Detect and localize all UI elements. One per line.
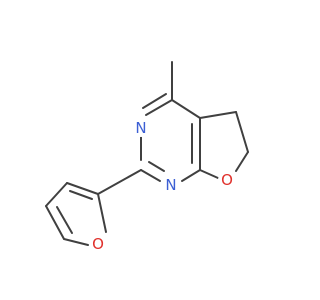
atom-o-dihydrofuran: O: [218, 171, 236, 189]
bond-furan-c2-o1: [97, 193, 107, 233]
bond-furan-c4-c3: [45, 182, 68, 207]
bond-c4-n3: [145, 99, 173, 116]
atom-o-dihydrofuran-label: O: [221, 171, 233, 189]
atom-n3-bg: [132, 119, 150, 137]
molecule-diagram: N N O O: [45, 61, 249, 253]
atom-n3: N: [132, 119, 150, 137]
atom-o-furan: O: [89, 235, 107, 253]
bond-c4a-c5: [199, 111, 237, 119]
bond-furan-c5-c4-double: [56, 206, 73, 234]
bond-n1-c7a: [181, 169, 201, 182]
bond-c2-n1: [140, 169, 161, 182]
bond-c5-c6: [235, 111, 249, 153]
atom-o-dihydrofuran-bg: [218, 171, 236, 189]
atom-o-furan-bg: [89, 235, 107, 253]
bond-c2-n1-double: [148, 161, 165, 172]
atom-n1-label: N: [165, 176, 176, 194]
atom-o-furan-label: O: [92, 235, 104, 253]
atom-group: N N O O: [89, 119, 236, 253]
atom-n1: N: [162, 176, 180, 194]
bond-furan-c3-c2: [66, 182, 99, 195]
bond-furan-c3-c2-double: [69, 190, 93, 200]
bond-furan-c5-c4: [45, 205, 65, 240]
atom-n3-label: N: [135, 119, 146, 137]
atom-n1-bg: [162, 176, 180, 194]
bond-c2-furan: [97, 169, 142, 195]
bond-c4a-c4: [171, 99, 201, 119]
bond-c6-o7: [235, 151, 249, 172]
bond-group: [45, 61, 249, 246]
bond-o7-c7a: [199, 169, 219, 179]
bond-c4-n3-double: [142, 93, 167, 109]
bond-furan-o1-c5: [63, 238, 89, 246]
